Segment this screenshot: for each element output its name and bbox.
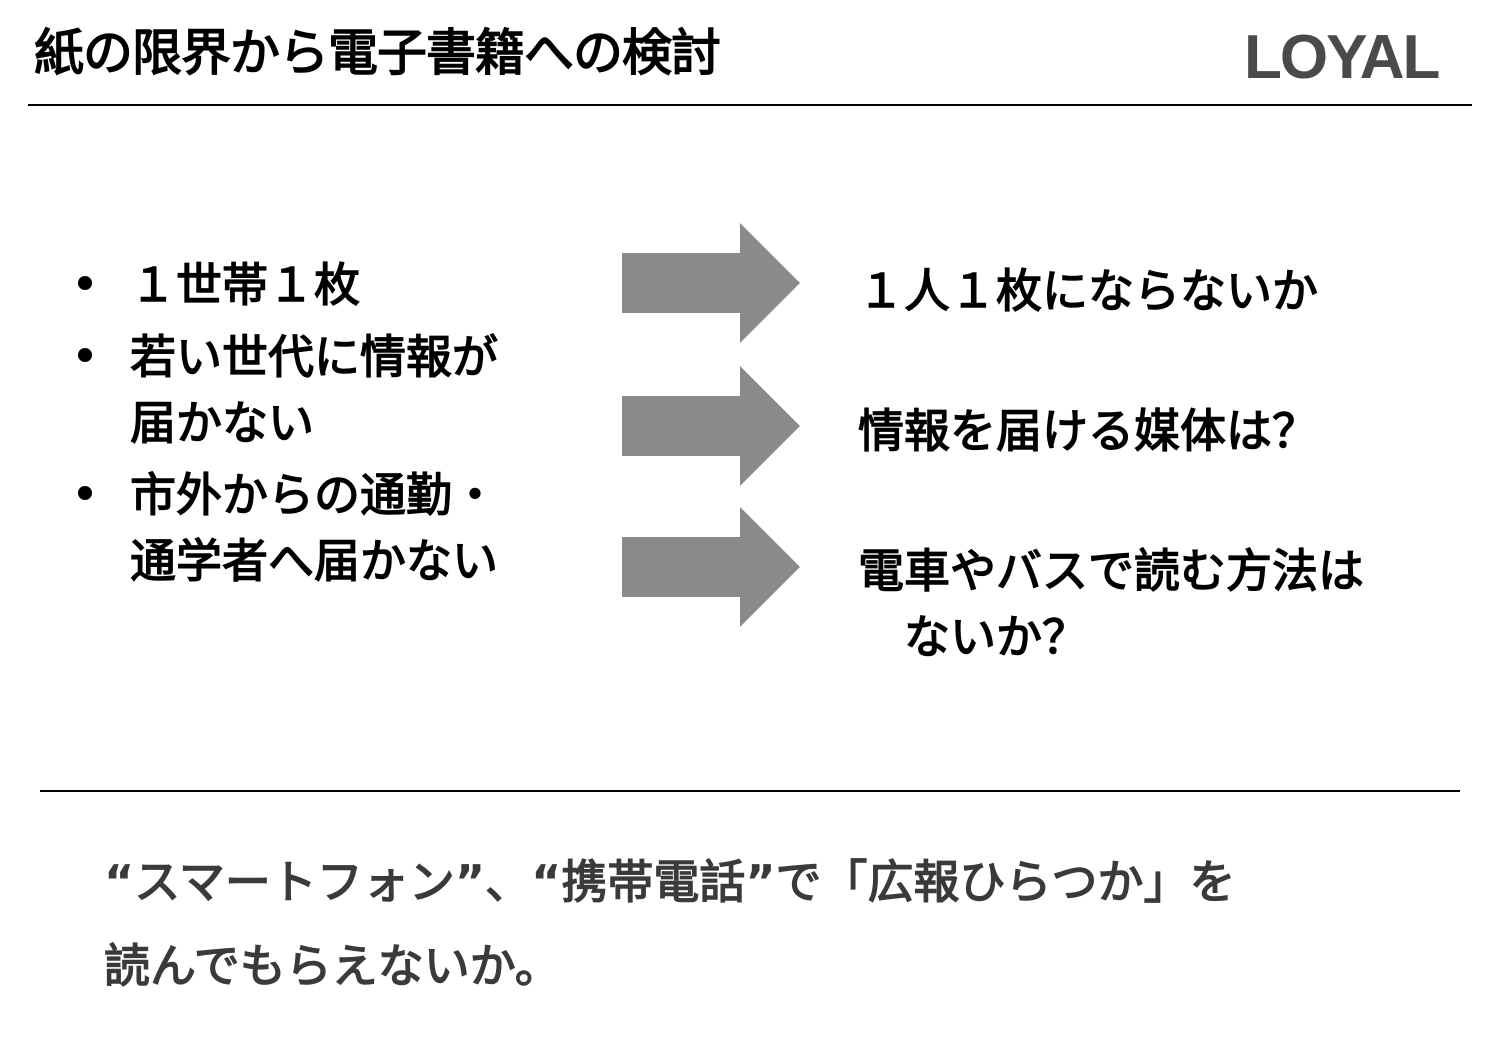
logo: LOYAL [1244, 23, 1440, 92]
arrow-right-icon [622, 507, 802, 627]
bullet-dot-icon [78, 276, 92, 290]
list-item: 若い世代に情報が 届かない [74, 324, 614, 456]
bullet-dot-icon [78, 486, 92, 500]
problem-text: 市外からの通勤・ 通学者へ届かない [130, 468, 498, 588]
problem-text: 若い世代に情報が 届かない [130, 330, 498, 450]
bullet-dot-icon [78, 348, 92, 362]
page-title: 紙の限界から電子書籍への検討 [34, 24, 721, 82]
solution-text: 電車やバスで読む方法は ないか？ [858, 544, 1364, 664]
problem-list: １世帯１枚 若い世代に情報が 届かない 市外からの通勤・ 通学者へ届かない [74, 252, 614, 600]
arrow-right-icon [622, 223, 802, 343]
section-divider [40, 790, 1460, 792]
arrow-right-icon [622, 366, 802, 486]
top-divider [28, 104, 1472, 106]
solution-text: １人１枚にならないか [858, 264, 1318, 318]
problem-text: １世帯１枚 [130, 258, 360, 312]
conclusion-text: “スマートフォン”、“携帯電話”で「広報ひらつか」を 読んでもらえないか。 [104, 855, 1236, 993]
list-item: 市外からの通勤・ 通学者へ届かない [74, 462, 614, 594]
list-item: １世帯１枚 [74, 252, 614, 318]
solution-text: 情報を届ける媒体は？ [858, 404, 1318, 458]
